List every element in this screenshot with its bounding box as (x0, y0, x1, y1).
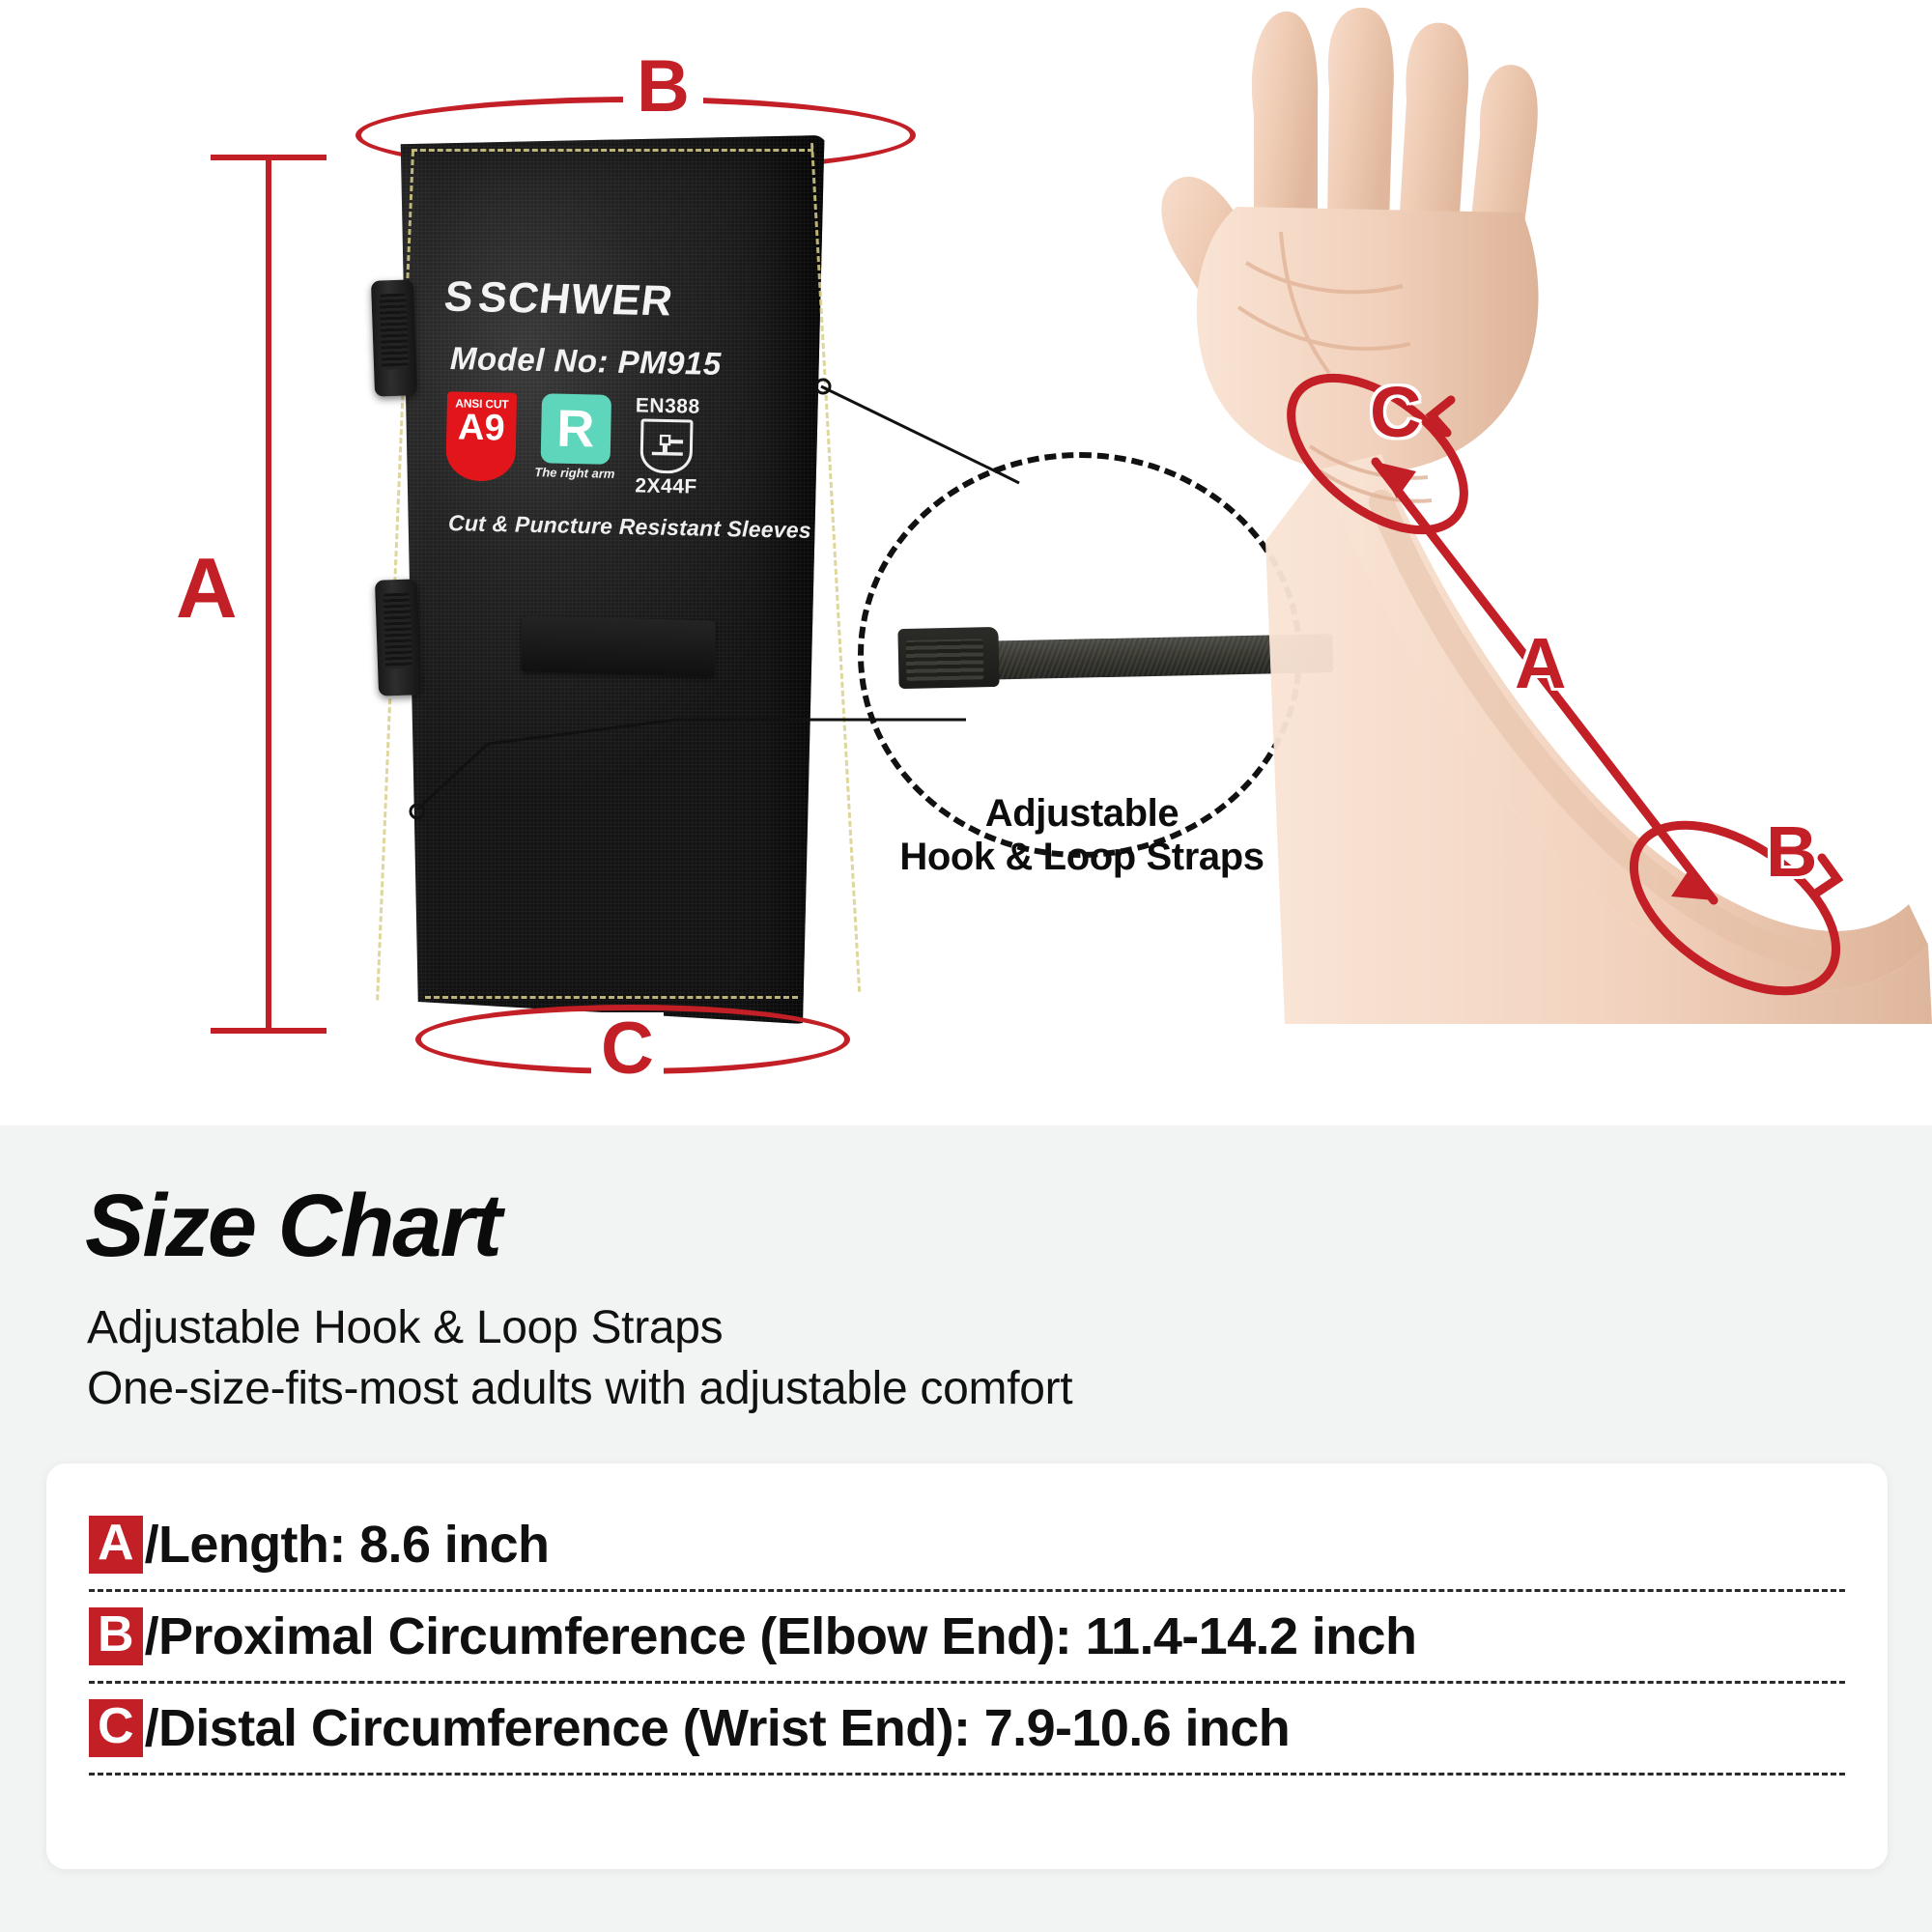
row-text-c: /Distal Circumference (Wrist End): 7.9-1… (144, 1699, 1291, 1757)
brand-name: SCHWER (475, 273, 676, 326)
stitch-line-top (412, 149, 813, 152)
strap-buckle-detail (897, 626, 1000, 690)
brand-mark-icon: S (441, 272, 476, 322)
en388-standard: EN388 (635, 394, 700, 418)
sleeve-fabric-texture (400, 135, 825, 1024)
velcro-patch (521, 615, 716, 677)
dimension-label-a: A (176, 540, 238, 636)
right-arm-square: R (540, 393, 611, 465)
palm (1196, 207, 1539, 474)
size-table: A /Length: 8.6 inch B /Proximal Circumfe… (89, 1500, 1845, 1776)
certification-badges: ANSI CUT A9 R The right arm EN388 (445, 391, 700, 498)
stitch-line-bottom (425, 996, 798, 999)
ansi-cut-badge: ANSI CUT A9 (445, 391, 518, 482)
arm-label-c: C (1370, 372, 1422, 452)
row-text-a: /Length: 8.6 inch (144, 1516, 550, 1574)
measure-b-loop (1629, 820, 1844, 996)
sleeve-body (400, 135, 825, 1024)
subtitle-line-1: Adjustable Hook & Loop Straps (87, 1302, 724, 1353)
table-row: C /Distal Circumference (Wrist End): 7.9… (89, 1684, 1845, 1776)
table-row: B /Proximal Circumference (Elbow End): 1… (89, 1592, 1845, 1684)
right-arm-caption: The right arm (534, 465, 615, 481)
en388-shield-icon (639, 418, 694, 474)
size-chart-subtitle: Adjustable Hook & Loop Straps One-size-f… (87, 1297, 1073, 1420)
subtitle-line-2: One-size-fits-most adults with adjustabl… (87, 1363, 1073, 1415)
wrist-creases (1308, 444, 1433, 503)
dimension-a-cap-top (211, 155, 327, 160)
en388-badge: EN388 2X44F (634, 394, 700, 498)
strap-buckle-lower (374, 579, 422, 696)
strap-callout-line1: Adjustable (984, 792, 1179, 835)
hero-panel: A B S SCHWER Model No: PM915 AN (0, 0, 1932, 1125)
arm-label-a: A (1515, 623, 1567, 703)
model-number: Model No: PM915 (449, 340, 723, 382)
row-key-b: B (89, 1607, 143, 1665)
table-row: A /Length: 8.6 inch (89, 1500, 1845, 1592)
size-chart-title: Size Chart (85, 1177, 502, 1275)
strap-callout-text: Adjustable Hook & Loop Straps (869, 792, 1294, 879)
row-text-b: /Proximal Circumference (Elbow End): 11.… (144, 1607, 1417, 1665)
right-arm-letter: R (555, 399, 595, 459)
arm-illustration (1161, 7, 1932, 1024)
size-table-card: A /Length: 8.6 inch B /Proximal Circumfe… (46, 1463, 1888, 1869)
row-key-a: A (89, 1516, 143, 1574)
dimension-label-c: C (591, 1012, 664, 1086)
dimension-a-line (266, 155, 271, 1034)
strap-buckle-upper (370, 279, 418, 397)
size-chart-panel: Size Chart Adjustable Hook & Loop Straps… (0, 1125, 1932, 1932)
row-key-c: C (89, 1699, 143, 1757)
measure-c-loop (1287, 373, 1468, 535)
arm-label-b: B (1766, 811, 1818, 892)
stitch-line-left (376, 151, 414, 1001)
dimension-label-b: B (623, 50, 703, 124)
palm-creases (1236, 231, 1411, 375)
stitch-line-right (810, 143, 862, 992)
strap-callout-line2: Hook & Loop Straps (899, 836, 1264, 879)
ansi-cut-level: A9 (457, 407, 506, 449)
right-arm-badge: R The right arm (534, 393, 616, 481)
en388-rating: 2X44F (635, 474, 697, 498)
en388-tool-glyph (652, 434, 684, 456)
arm-measurement-image (1092, 0, 1932, 1024)
dimension-a-cap-bottom (211, 1028, 327, 1034)
brand-logo: S SCHWER (441, 272, 676, 326)
product-sleeve-image: S SCHWER Model No: PM915 ANSI CUT A9 R T… (370, 135, 862, 1024)
